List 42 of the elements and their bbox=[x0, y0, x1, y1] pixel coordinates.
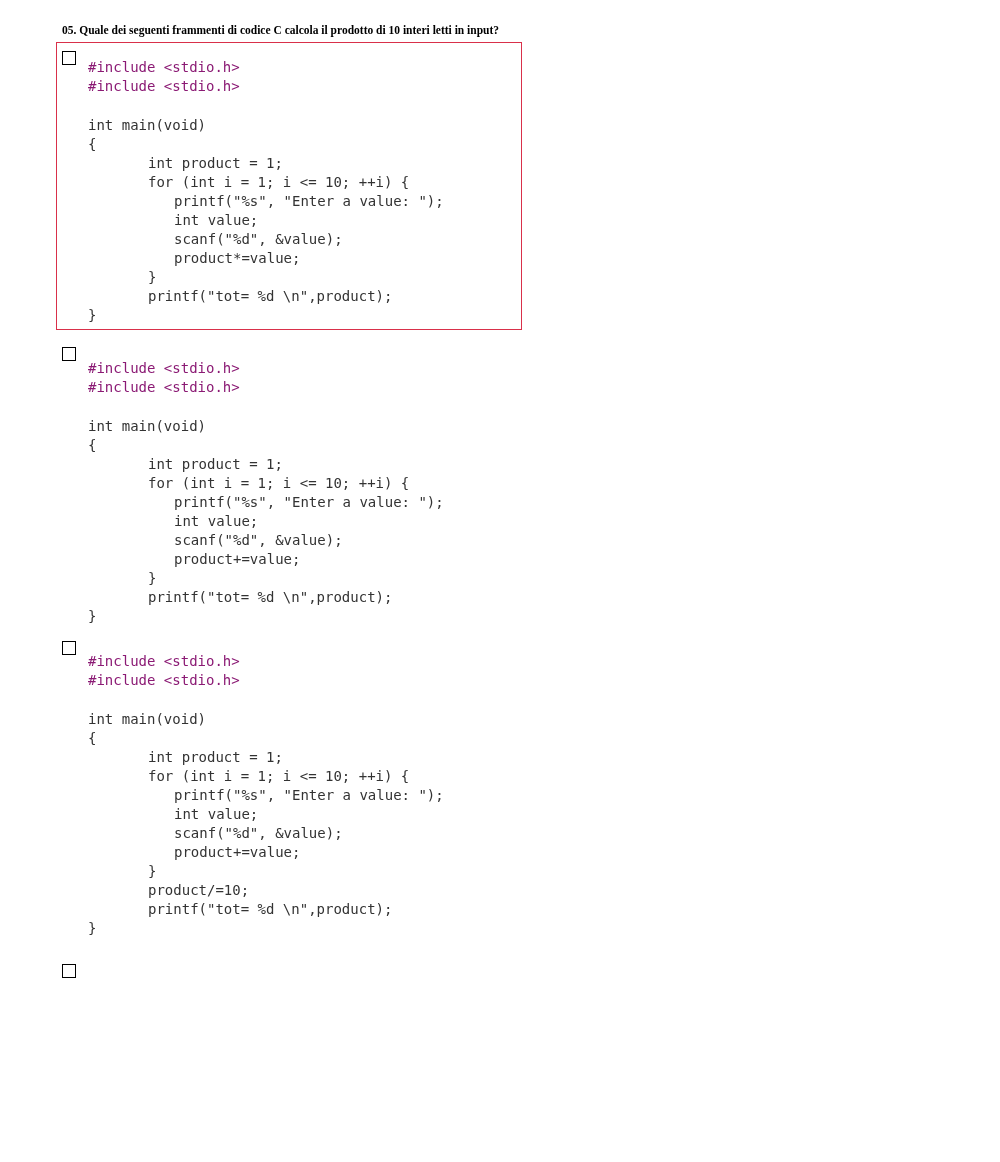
code-line: #include <stdio.h> bbox=[88, 359, 240, 377]
code-line: int main(void) bbox=[88, 710, 206, 728]
code-line: } bbox=[148, 569, 157, 587]
code-line: } bbox=[148, 862, 157, 880]
code-line: product/=10; bbox=[148, 881, 250, 899]
code-line: printf("%s", "Enter a value: "); bbox=[174, 493, 444, 511]
code-line: #include <stdio.h> bbox=[88, 77, 240, 95]
code-line: scanf("%d", &value); bbox=[174, 230, 343, 248]
code-line: } bbox=[88, 919, 97, 937]
code-line: product+=value; bbox=[174, 550, 301, 568]
code-line: { bbox=[88, 729, 97, 747]
code-line: int product = 1; bbox=[148, 748, 283, 766]
code-line: int product = 1; bbox=[148, 455, 283, 473]
code-line: int value; bbox=[174, 805, 259, 823]
code-line: #include <stdio.h> bbox=[88, 378, 240, 396]
code-line: scanf("%d", &value); bbox=[174, 531, 343, 549]
code-line: printf("tot= %d \n",product); bbox=[148, 900, 393, 918]
code-line: #include <stdio.h> bbox=[88, 58, 240, 76]
code-line: int main(void) bbox=[88, 116, 206, 134]
code-line: product*=value; bbox=[174, 249, 301, 267]
code-line: { bbox=[88, 436, 97, 454]
code-line: } bbox=[88, 607, 97, 625]
code-line: printf("tot= %d \n",product); bbox=[148, 287, 393, 305]
code-line: for (int i = 1; i <= 10; ++i) { bbox=[148, 474, 410, 492]
code-line: int value; bbox=[174, 211, 259, 229]
question-text: 05. Quale dei seguenti frammenti di codice C calcola il prodotto di 10 interi letti in input? bbox=[62, 24, 500, 36]
code-line: int product = 1; bbox=[148, 154, 283, 172]
code-line: { bbox=[88, 135, 97, 153]
code-line: product+=value; bbox=[174, 843, 301, 861]
code-line: printf("%s", "Enter a value: "); bbox=[174, 786, 444, 804]
highlight-box bbox=[56, 42, 522, 330]
code-line: } bbox=[88, 306, 97, 324]
code-line: int value; bbox=[174, 512, 259, 530]
code-line: #include <stdio.h> bbox=[88, 671, 240, 689]
code-line: printf("%s", "Enter a value: "); bbox=[174, 192, 444, 210]
code-line: for (int i = 1; i <= 10; ++i) { bbox=[148, 767, 410, 785]
code-line: scanf("%d", &value); bbox=[174, 824, 343, 842]
code-line: printf("tot= %d \n",product); bbox=[148, 588, 393, 606]
code-line: #include <stdio.h> bbox=[88, 652, 240, 670]
code-line: int main(void) bbox=[88, 417, 206, 435]
code-line: for (int i = 1; i <= 10; ++i) { bbox=[148, 173, 410, 191]
code-line: } bbox=[148, 268, 157, 286]
